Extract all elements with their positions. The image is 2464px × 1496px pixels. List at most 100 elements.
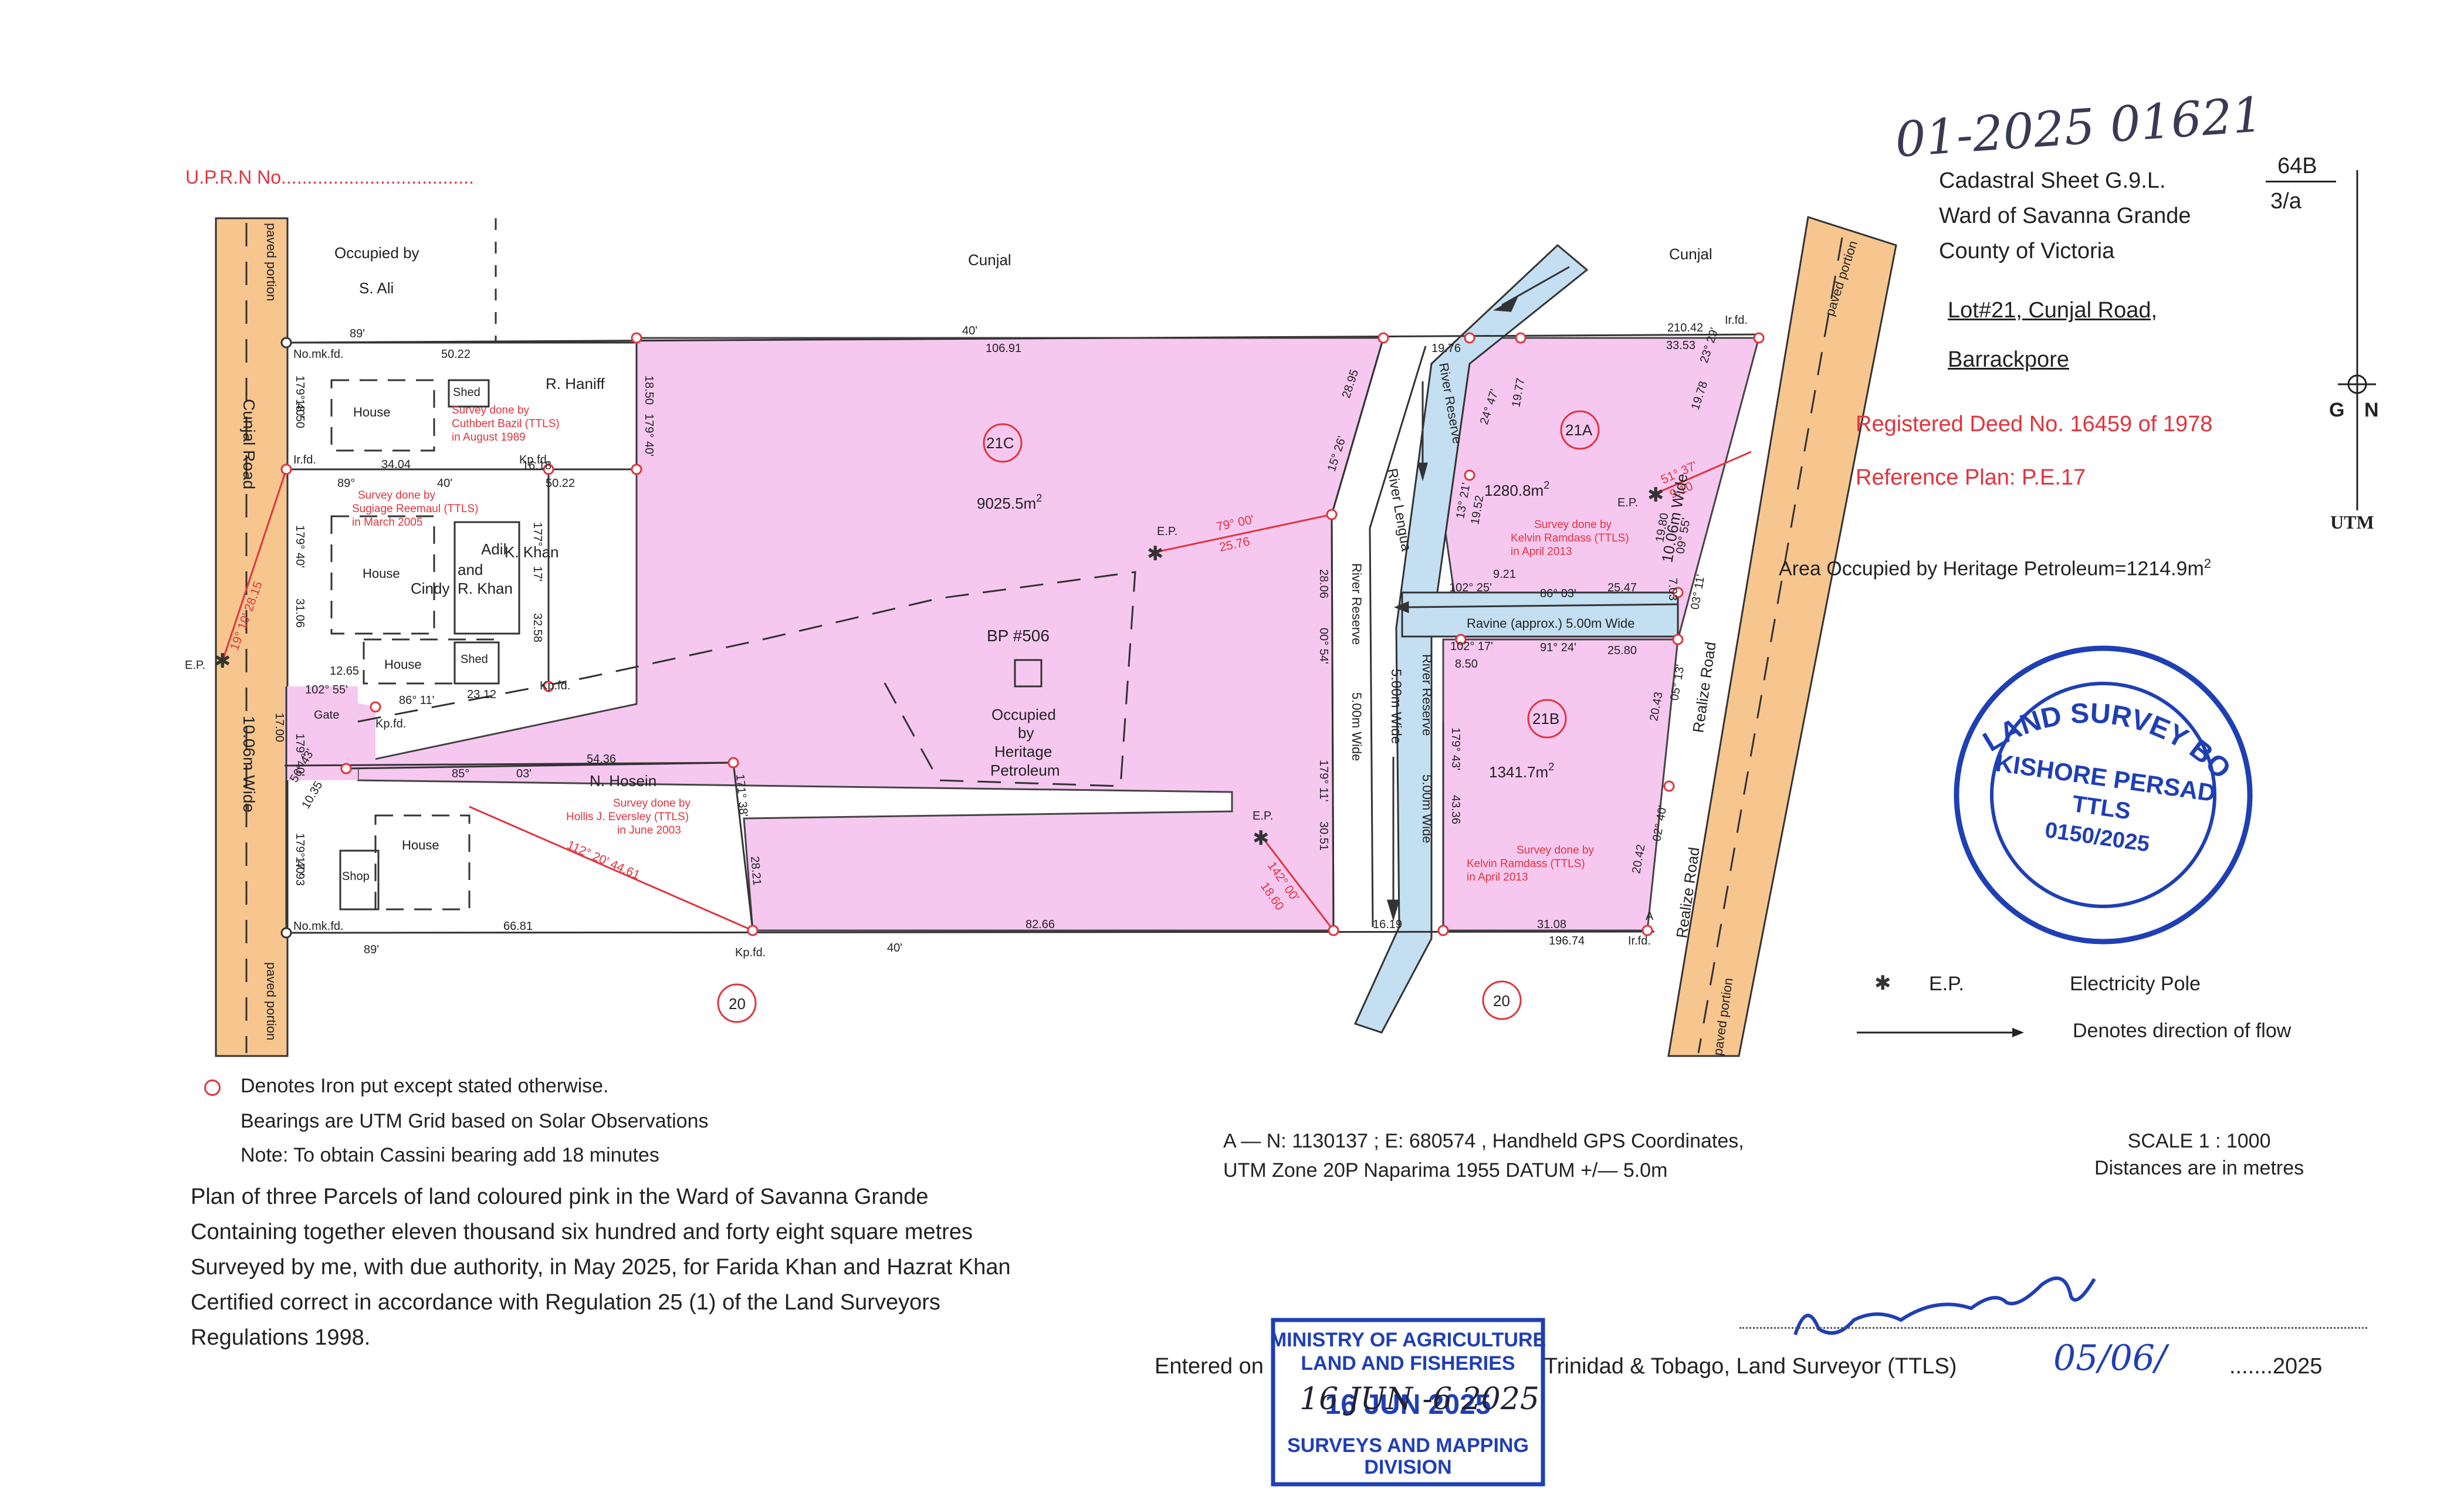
svg-text:177°: 177° (531, 522, 544, 546)
n-hosein-label: N. Hosein (590, 772, 656, 790)
occupied-4: Petroleum (990, 761, 1060, 779)
svg-text:179° 11': 179° 11' (1317, 760, 1330, 802)
area-21c: 9025.5m2 (977, 492, 1042, 512)
point-a: A (1646, 910, 1654, 923)
svg-text:12.65: 12.65 (330, 665, 359, 678)
svg-text:40': 40' (437, 477, 452, 490)
legend-iron: Denotes Iron put except stated otherwise… (241, 1075, 609, 1097)
svg-text:Survey done by: Survey done by (358, 489, 436, 502)
nomkfd-top: No.mk.fd. (293, 348, 344, 361)
svg-text:in April 2013: in April 2013 (1467, 871, 1528, 884)
shed-label-1: Shed (453, 386, 480, 399)
svg-text:210.42: 210.42 (1667, 321, 1703, 334)
svg-text:TTLS: TTLS (2070, 791, 2132, 824)
svg-text:DIVISION: DIVISION (1364, 1456, 1451, 1478)
svg-text:in June 2003: in June 2003 (617, 824, 681, 837)
svg-text:54.36: 54.36 (587, 753, 616, 766)
svg-text:MINISTRY OF AGRICULTURE: MINISTRY OF AGRICULTURE (1270, 1329, 1546, 1351)
s-ali-label: S. Ali (359, 279, 394, 297)
ep-21a: E.P. (1617, 496, 1638, 509)
north-n: N (2364, 399, 2379, 421)
reserve-right-label: River Reserve (1420, 654, 1434, 736)
lot-locality: Barrackpore (1948, 347, 2069, 372)
svg-text:66.81: 66.81 (503, 920, 533, 933)
parcel-20-left: 20 (729, 995, 746, 1013)
river-lengua (1353, 243, 1589, 1034)
area-21a: 1280.8m2 (1484, 479, 1549, 499)
plan-description: Plan of three Parcels of land coloured p… (191, 1184, 1011, 1350)
svg-text:31.06: 31.06 (293, 598, 306, 628)
svg-text:19.76: 19.76 (1431, 342, 1461, 355)
area-occupied-heritage: Area Occupied by Heritage Petroleum=1214… (1779, 556, 2212, 580)
svg-text:LAND AND FISHERIES: LAND AND FISHERIES (1301, 1352, 1515, 1375)
svg-text:86° 11': 86° 11' (399, 694, 434, 707)
iron-pin-legend-icon (204, 1079, 221, 1096)
entered-on-label: Entered on (1155, 1354, 1264, 1379)
svg-text:50.22: 50.22 (441, 348, 471, 361)
svg-text:40': 40' (962, 324, 977, 337)
nomkfd-bottom: No.mk.fd. (293, 920, 344, 933)
surveyor-year: .......2025 (2229, 1354, 2323, 1379)
svg-text:25.80: 25.80 (1607, 644, 1637, 657)
bp-506-label: BP #506 (987, 627, 1050, 645)
cunjal-top-left: Cunjal (968, 251, 1011, 269)
svg-text:30.51: 30.51 (1317, 821, 1330, 851)
svg-text:00° 54': 00° 54' (1317, 628, 1330, 664)
gps-coordinates: A — N: 1130137 ; E: 680574 , Handheld GP… (1223, 1130, 1744, 1182)
svg-text:✱: ✱ (214, 649, 231, 673)
svg-text:43.36: 43.36 (1449, 795, 1462, 824)
river-width-label: 5.00m Wide (1388, 669, 1404, 744)
realize-road-strip (1667, 216, 1897, 1057)
svg-text:17.00: 17.00 (273, 713, 286, 742)
house-label-1: House (353, 405, 391, 419)
cunjal-road-strip (215, 217, 289, 1057)
svg-text:85°: 85° (452, 767, 469, 780)
svg-text:0150/2025: 0150/2025 (2043, 818, 2151, 857)
svg-text:7.03: 7.03 (1666, 578, 1679, 601)
shop-label: Shop (342, 870, 370, 883)
ep-mid: E.P. (1157, 525, 1177, 538)
svg-text:28.06: 28.06 (1317, 569, 1330, 598)
registered-deed: Registered Deed No. 16459 of 1978 (1856, 412, 2213, 436)
legend-ep-text: Electricity Pole (2070, 973, 2201, 995)
svg-text:179° 40': 179° 40' (293, 375, 306, 418)
ep-low: E.P. (1253, 810, 1273, 823)
svg-text:Survey done by: Survey done by (1517, 844, 1595, 857)
occupied-1: Occupied (991, 706, 1056, 723)
parcel-21b-label: 21B (1532, 710, 1559, 727)
bp-506-box (1014, 659, 1043, 688)
svg-text:9.21: 9.21 (1493, 568, 1516, 581)
svg-text:102° 17': 102° 17' (1450, 640, 1493, 653)
left-road-width: 10.06m Wide (240, 716, 258, 813)
svg-text:Hollis J. Eversley (TTLS): Hollis J. Eversley (TTLS) (566, 811, 689, 823)
shed-label-2: Shed (461, 653, 488, 666)
svg-text:31.08: 31.08 (1537, 918, 1566, 931)
reserve-left-label2: River Reserve (1349, 563, 1364, 645)
svg-text:18.50: 18.50 (293, 399, 306, 428)
svg-text:179° 40': 179° 40' (293, 525, 306, 568)
svg-text:89°: 89° (337, 477, 355, 490)
cindy-label: Cindy (411, 580, 449, 597)
legend-flow: Denotes direction of flow (2073, 1020, 2292, 1042)
svg-text:34.04: 34.04 (381, 458, 411, 471)
sheet-number: 64B (2277, 154, 2317, 178)
legend-note: Note: To obtain Cassini bearing add 18 m… (241, 1144, 659, 1166)
cadastral-header: Cadastral Sheet G.9.L. Ward of Savanna G… (1939, 163, 2191, 269)
svg-text:40': 40' (887, 942, 902, 955)
svg-text:Cuthbert Bazil (TTLS): Cuthbert Bazil (TTLS) (452, 418, 560, 430)
svg-text:18.50: 18.50 (642, 375, 655, 405)
svg-text:03': 03' (516, 767, 532, 780)
svg-text:Survey done by: Survey done by (1534, 519, 1612, 531)
kpfd-hosein: Kp.fd. (735, 946, 766, 959)
and-label: and (458, 561, 483, 578)
ravine-label: Ravine (1467, 616, 1507, 631)
svg-text:23.12: 23.12 (467, 688, 496, 701)
parcel-21a-label: 21A (1565, 421, 1593, 439)
svg-text:106.91: 106.91 (986, 342, 1021, 355)
sheet-sub: 3/a (2270, 189, 2301, 214)
signature-line (1739, 1327, 2367, 1329)
cunjal-top-right: Cunjal (1669, 245, 1712, 263)
svg-text:179° 43': 179° 43' (1449, 727, 1462, 770)
